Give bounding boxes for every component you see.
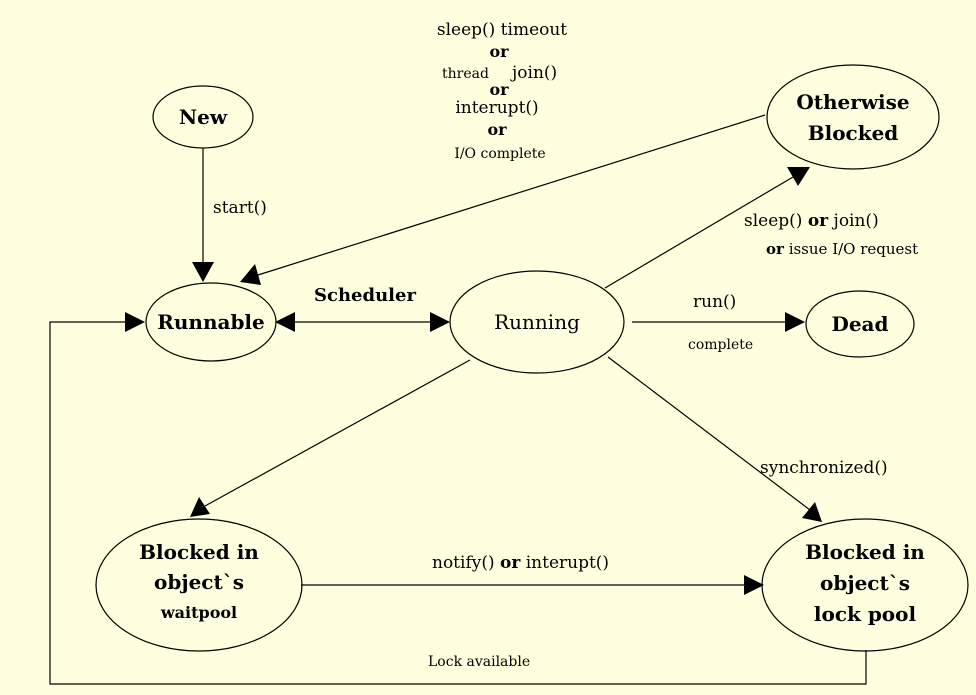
label-sleep: sleep() [744,211,808,231]
arrowhead-runnable-from-running [275,312,295,332]
label-thread: thread [442,66,489,82]
state-new-label: New [179,105,228,129]
state-waitpool-line3: waitpool [160,603,237,622]
label-or-a: or [808,211,829,231]
label-synchronized: synchronized() [760,458,888,478]
arrowhead-otherwise-blocked [787,167,810,186]
label-or-2: or [489,80,509,99]
state-lockpool-line2: object`s [820,571,910,595]
label-lock-available: Lock available [428,654,530,670]
state-runnable: Runnable [145,282,277,362]
state-otherwise-blocked: Otherwise Blocked [766,64,940,170]
label-or-3: or [487,120,507,139]
state-running: Running [449,270,625,374]
label-run: run() [693,292,736,312]
label-issue-io-line2: or issue I/O request [766,240,918,258]
label-interupt-top: interupt() [455,98,538,118]
arrowhead-dead [785,312,805,332]
edge-running-lockpool [607,356,811,511]
state-lockpool-line3: lock pool [814,602,917,626]
state-waitpool-line2: object`s [154,570,244,594]
state-waitpool-line1: Blocked in [139,540,259,564]
label-interupt-bottom: interupt() [520,553,609,573]
arrowhead-running-from-runnable [430,312,450,332]
arrowhead-waitpool [190,497,210,517]
state-dead: Dead [805,290,915,358]
label-start: start() [213,198,267,218]
label-unblock-conditions: sleep() timeout or thread join() or inte… [437,20,567,162]
arrowhead-lockpool [802,502,822,522]
edge-running-otherwise-blocked [604,176,794,289]
state-running-label: Running [494,310,580,334]
state-lockpool-line1: Blocked in [805,540,925,564]
arrowhead-runnable-from-lockpool [125,312,145,332]
label-complete: complete [688,337,753,353]
label-thread-join: join() [510,63,557,83]
edge-running-waitpool [204,359,471,507]
label-or-b: or [766,240,785,258]
label-or-1: or [489,42,509,61]
label-io-complete: I/O complete [454,146,545,162]
arrowhead-runnable-from-otherwise-blocked [240,264,261,285]
label-or-notify: or [500,553,521,573]
label-join: join() [828,211,879,231]
label-issue-io: issue I/O request [784,240,918,258]
state-blocked-waitpool: Blocked in object`s waitpool [95,518,303,652]
label-notify-interupt: notify() or interupt() [432,553,609,573]
state-dead-label: Dead [831,312,888,336]
state-blocked-lockpool: Blocked in object`s lock pool [761,518,969,652]
label-sleep-join-line1: sleep() or join() [744,211,879,231]
state-otherwise-blocked-line2: Blocked [808,121,899,145]
state-new: New [152,85,254,149]
label-notify: notify() [432,553,500,573]
arrowhead-runnable-from-new [192,262,214,282]
edge-lockpool-runnable [49,321,867,685]
state-runnable-label: Runnable [157,310,265,334]
label-scheduler: Scheduler [314,285,416,306]
state-otherwise-blocked-line1: Otherwise [796,90,909,114]
label-sleep-timeout: sleep() timeout [437,20,567,40]
arrowhead-lockpool-from-waitpool [744,575,764,595]
edge-otherwise-blocked-runnable [257,114,766,276]
